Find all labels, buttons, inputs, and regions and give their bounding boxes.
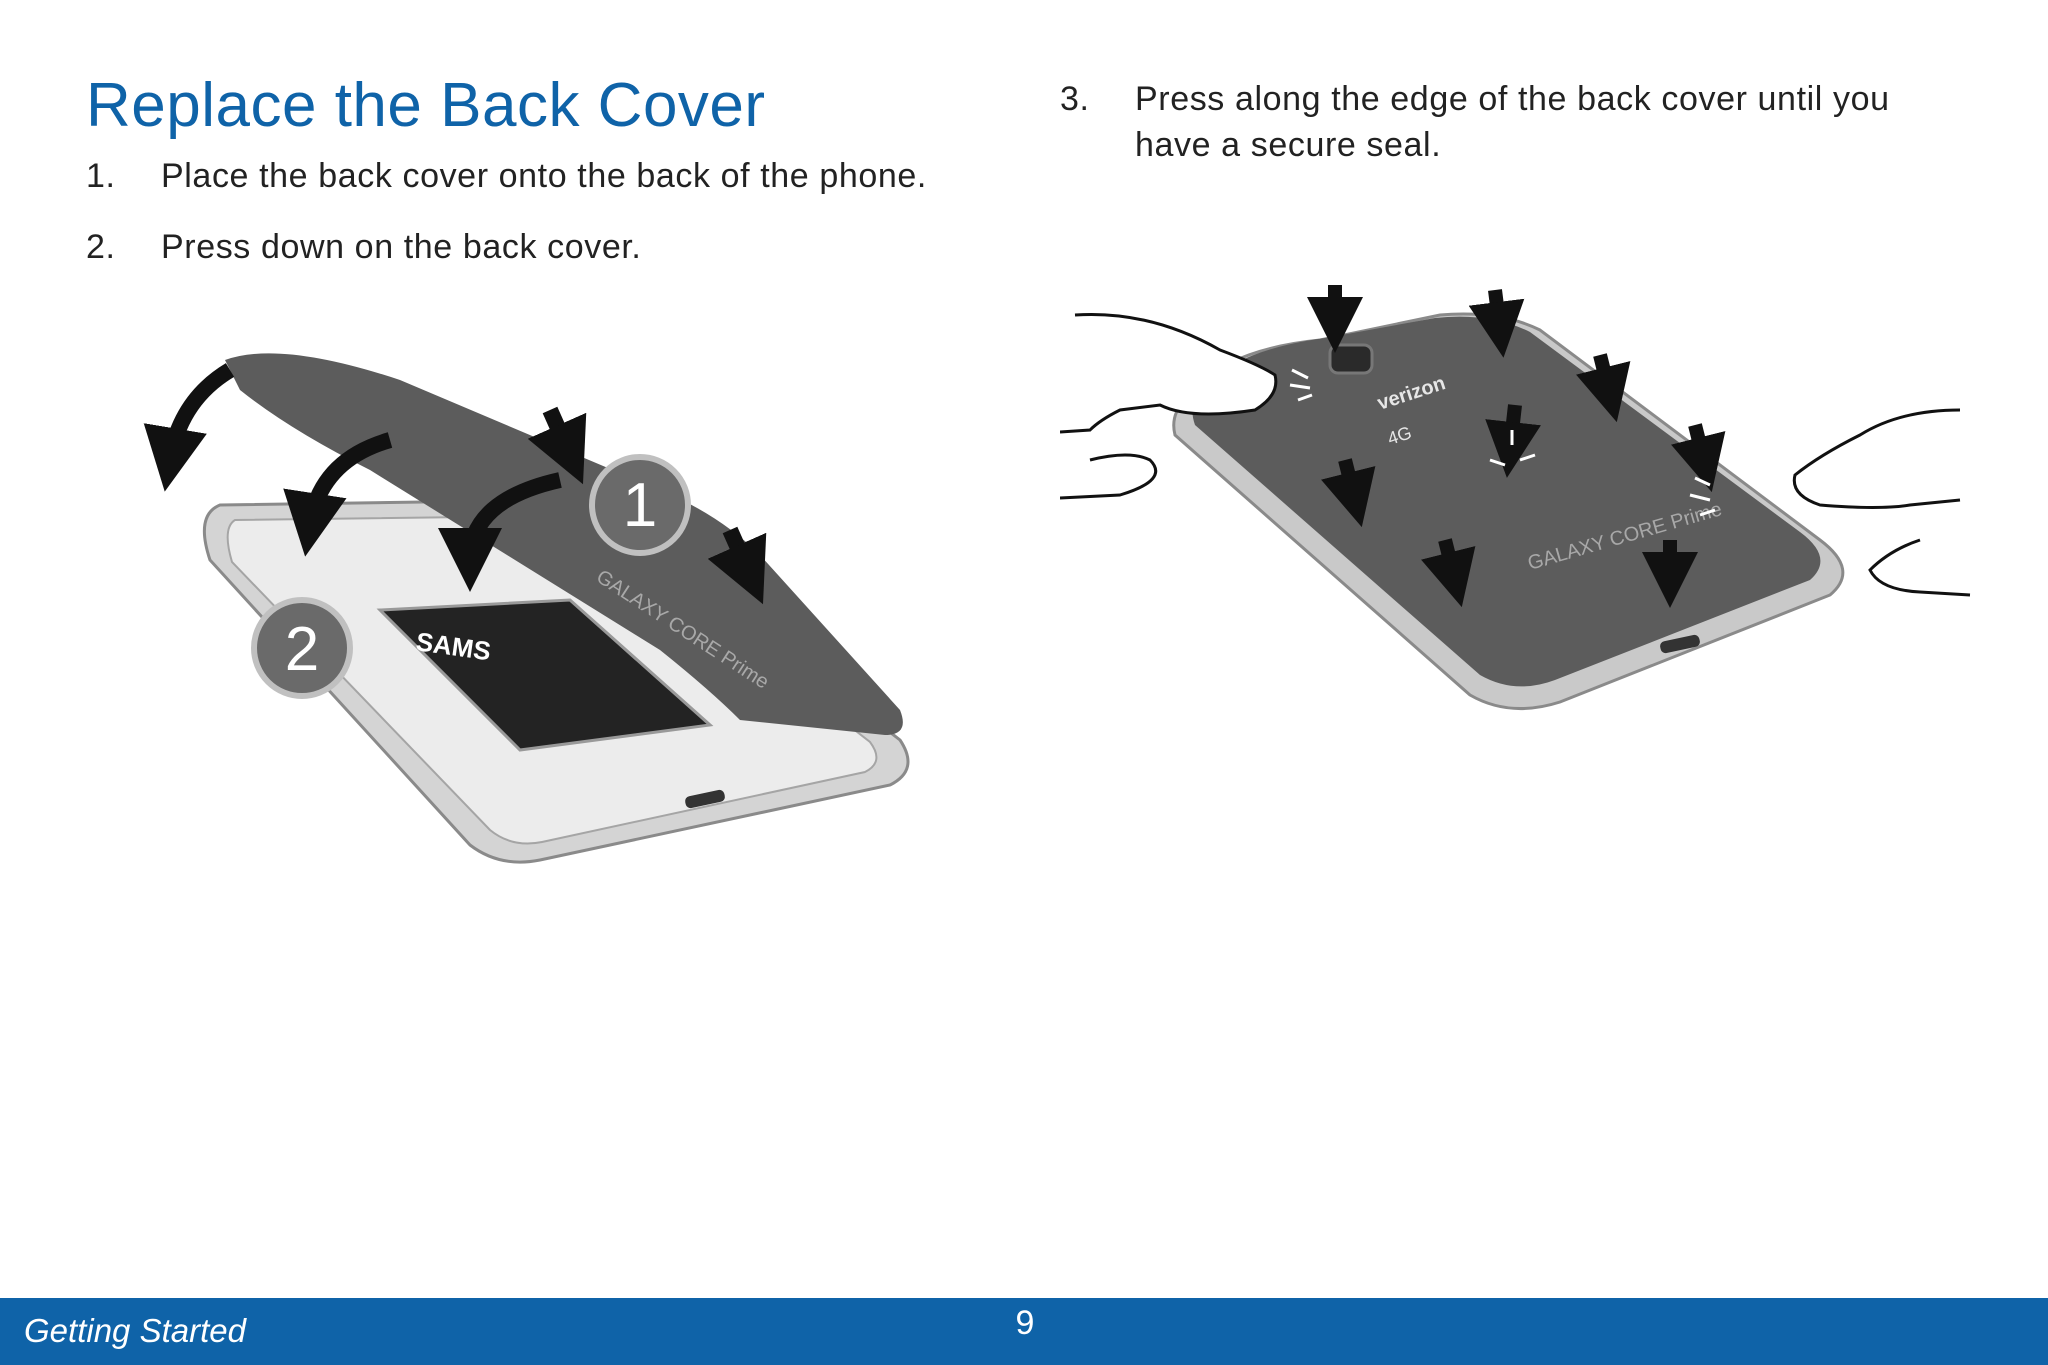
arrow-icon	[1421, 538, 1476, 608]
arrow-icon	[707, 526, 767, 605]
hands	[1060, 312, 1971, 597]
usb-port	[685, 789, 725, 809]
camera-icon	[1328, 343, 1374, 375]
arrow-icon	[527, 406, 587, 485]
usb-port	[1660, 634, 1700, 654]
callout-2: 2	[251, 597, 353, 699]
arrow-icon	[1576, 353, 1631, 423]
step-number: 1.	[86, 157, 116, 195]
page-number: 9	[1015, 1304, 1035, 1342]
arrow-icon	[438, 472, 562, 592]
footer-bar: Getting Started 9	[0, 1298, 2048, 1365]
illustration-press-edges: verizon 4G GALAXY CORE Prime	[1060, 285, 1971, 711]
step-3: 3. Press along the edge of the back cove…	[1060, 76, 1960, 176]
click-burst-icons	[1289, 368, 1716, 517]
step-number: 2.	[86, 228, 116, 266]
left-hand	[1060, 312, 1278, 434]
callout-number: 1	[623, 471, 657, 540]
step-1: 1. Place the back cover onto the back of…	[86, 153, 1026, 203]
press-arrows	[1307, 285, 1726, 608]
arrow-icon	[1671, 423, 1726, 493]
arrow-icon	[143, 363, 235, 492]
callout-number: 2	[285, 615, 319, 684]
arrow-icon	[283, 432, 393, 557]
right-hand	[1792, 408, 1961, 509]
burst-icon	[1489, 430, 1536, 467]
step-number: 3.	[1060, 80, 1090, 118]
burst-icon	[1289, 368, 1313, 402]
arrows	[143, 363, 767, 605]
battery: SAMS	[376, 598, 714, 752]
callout-1: 1	[589, 454, 691, 556]
step-text: Place the back cover onto the back of th…	[161, 157, 927, 195]
footer-section-title: Getting Started	[24, 1312, 246, 1349]
step-text: Press along the edge of the back cover u…	[1135, 80, 1890, 164]
step-2: 2. Press down on the back cover.	[86, 224, 1026, 274]
arrow-icon	[1321, 458, 1376, 528]
right-finger	[1868, 538, 1971, 597]
burst-icon	[1689, 476, 1716, 517]
left-finger	[1060, 453, 1158, 500]
page-title: Replace the Back Cover	[86, 71, 766, 140]
illustration-place-cover: SAMS GALAXY CORE Prime 1 2	[143, 353, 910, 864]
arrow-icon	[1468, 289, 1525, 358]
step-text: Press down on the back cover.	[161, 228, 642, 266]
